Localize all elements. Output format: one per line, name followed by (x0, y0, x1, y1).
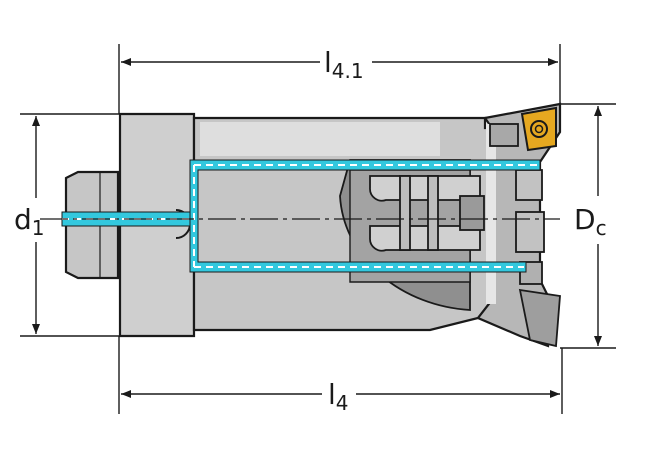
extension-lines (20, 44, 616, 414)
clamp-mechanism (369, 175, 485, 252)
dim-l41-base: l (324, 46, 332, 79)
dim-d1: d1 (14, 116, 45, 334)
dim-dc-base: D (574, 203, 596, 236)
dim-dc-sub: c (596, 216, 607, 240)
dim-l4-base: l (328, 378, 336, 411)
svg-text:d1: d1 (14, 203, 45, 240)
front-edge-highlight (486, 124, 496, 304)
dim-l4: l4 (121, 378, 560, 415)
insert-screw-icon (530, 120, 548, 138)
dim-l41: l4.1 (121, 46, 558, 83)
svg-text:l4: l4 (328, 378, 349, 415)
cutting-insert (520, 106, 557, 152)
body-highlight (200, 122, 440, 156)
dim-l41-sub: 4.1 (332, 59, 364, 83)
svg-text:Dc: Dc (574, 203, 607, 240)
dim-d1-sub: 1 (32, 216, 45, 240)
cutting-head (489, 123, 561, 348)
svg-text:l4.1: l4.1 (324, 46, 364, 83)
dim-dc: Dc (574, 106, 607, 346)
dim-l4-sub: 4 (336, 391, 349, 415)
dim-d1-base: d (14, 203, 32, 236)
